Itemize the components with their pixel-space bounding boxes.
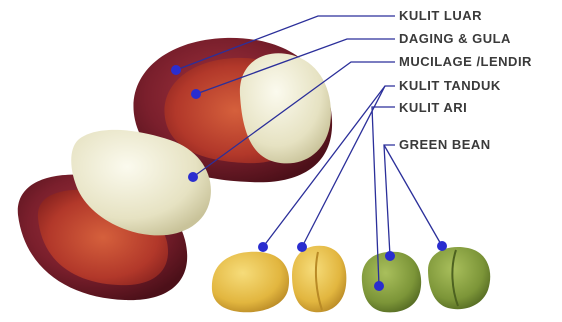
marker-kulit-ari <box>374 281 384 291</box>
lower-coffee-cherry <box>18 130 211 300</box>
label-kulit-luar: KULIT LUAR <box>399 8 482 24</box>
label-daging-gula: DAGING & GULA <box>399 31 511 47</box>
leader-line-green-bean-2 <box>384 145 442 246</box>
marker-mucilage <box>188 172 198 182</box>
label-kulit-ari: KULIT ARI <box>399 100 467 116</box>
label-green-bean: GREEN BEAN <box>399 137 491 153</box>
marker-kulit-luar <box>171 65 181 75</box>
green-coffee-beans <box>362 247 490 312</box>
parchment-coffee-beans <box>212 246 346 313</box>
marker-kulit-tanduk-1 <box>258 242 268 252</box>
marker-kulit-tanduk-2 <box>297 242 307 252</box>
marker-daging-gula <box>191 89 201 99</box>
label-kulit-tanduk: KULIT TANDUK <box>399 78 501 94</box>
marker-green-bean-2 <box>437 241 447 251</box>
label-mucilage: MUCILAGE /LENDIR <box>399 54 532 70</box>
marker-green-bean-1 <box>385 251 395 261</box>
